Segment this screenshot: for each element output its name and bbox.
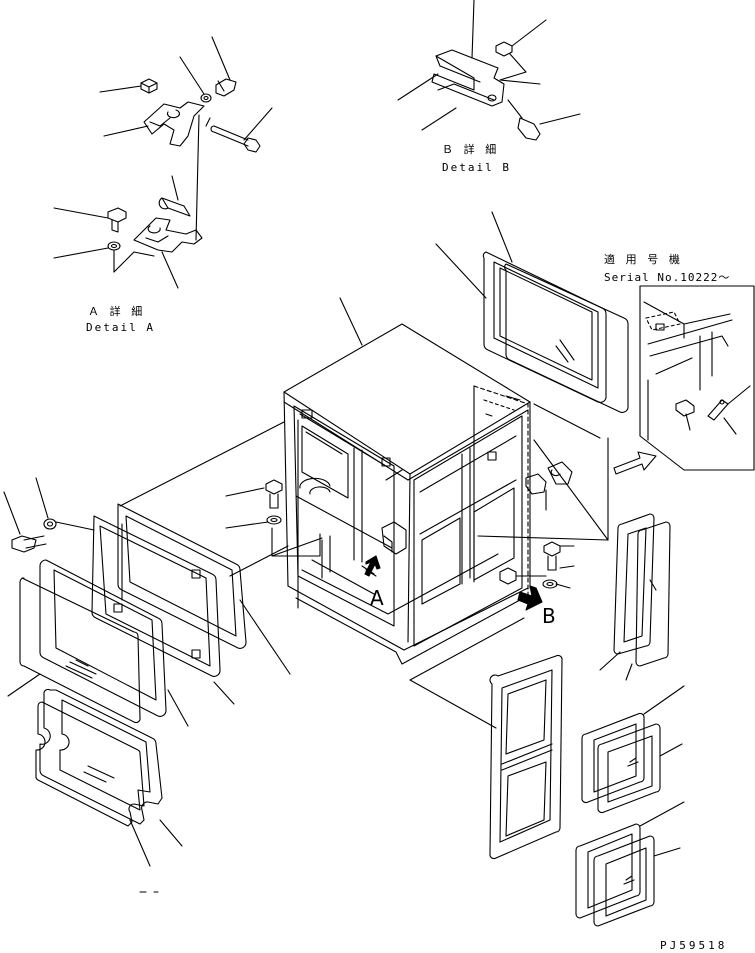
serial-label-jp: 適 用 号 機	[604, 253, 682, 266]
view-arrows	[362, 556, 542, 610]
detail-b-label-jp: Ｂ 詳 細	[442, 143, 499, 156]
rear-door-frame	[410, 618, 562, 859]
serial-label-en: Serial No.10222～	[604, 271, 731, 284]
mount-bolts	[226, 462, 574, 588]
right-windows	[576, 514, 684, 926]
view-a-letter: A	[370, 586, 384, 610]
view-b-letter: B	[542, 604, 556, 628]
detail-a-parts	[54, 37, 272, 288]
detail-a-label-en: Detail A	[86, 321, 155, 334]
left-windows	[4, 422, 290, 866]
detail-a-label-jp: Ａ 詳 細	[88, 305, 145, 318]
part-code: PJ59518	[660, 939, 728, 952]
top-right-window	[483, 252, 628, 412]
cab-body	[284, 212, 608, 664]
detail-b-label-en: Detail B	[442, 161, 511, 174]
detail-b-parts	[398, 0, 580, 140]
serial-detail-box	[614, 286, 754, 474]
